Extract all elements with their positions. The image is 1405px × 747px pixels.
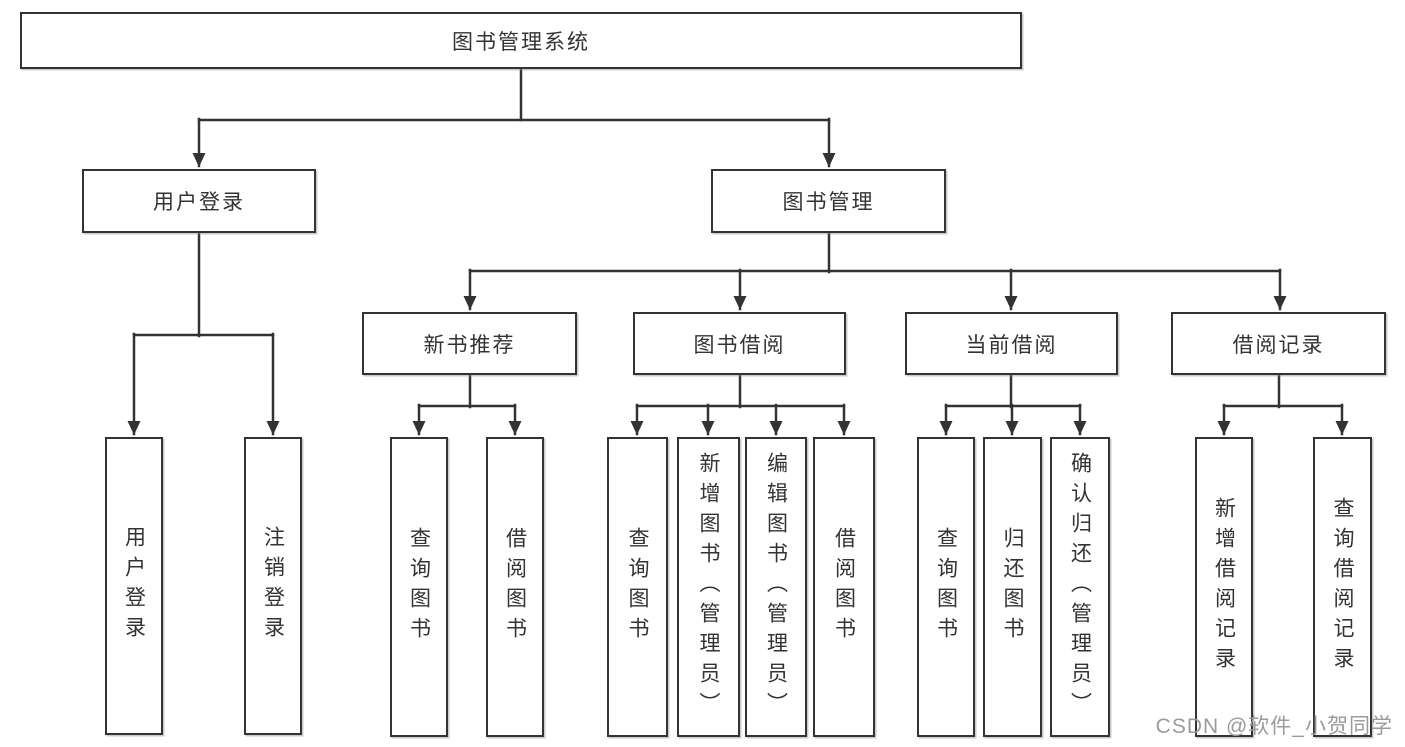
leaf-add-books-admin: 新增图书（管理员）	[677, 437, 740, 737]
leaf-logout-login: 注销登录	[244, 437, 302, 735]
node-borrowing-records: 借阅记录	[1171, 312, 1386, 375]
leaf-label: 查询借阅记录	[1331, 497, 1354, 677]
leaf-edit-books-admin: 编辑图书（管理员）	[745, 437, 807, 737]
node-label: 图书管理	[782, 191, 875, 214]
csdn-watermark: CSDN @软件_小贺同学	[1155, 715, 1393, 738]
leaf-label: 查询图书	[934, 527, 958, 647]
node-library-management-system: 图书管理系统	[20, 12, 1022, 69]
leaf-query-books: 查询图书	[390, 437, 448, 737]
leaf-query-books-borrowing: 查询图书	[607, 437, 668, 737]
leaf-label: 归还图书	[1001, 527, 1024, 647]
leaf-label: 查询图书	[407, 527, 431, 647]
leaf-label: 注销登录	[261, 526, 285, 646]
leaf-add-borrowing-record: 新增借阅记录	[1195, 437, 1253, 737]
node-label: 借阅记录	[1232, 333, 1325, 357]
node-label: 用户登录	[153, 191, 245, 214]
node-current-borrowing: 当前借阅	[905, 312, 1118, 375]
leaf-user-login: 用户登录	[105, 437, 163, 735]
leaf-label: 新增借阅记录	[1212, 497, 1236, 677]
leaf-label: 用户登录	[122, 526, 146, 646]
node-label: 当前借阅	[965, 333, 1058, 357]
node-new-book-recommendation: 新书推荐	[362, 312, 577, 375]
leaf-query-books-current: 查询图书	[917, 437, 975, 737]
leaf-return-books: 归还图书	[983, 437, 1042, 737]
node-user-login: 用户登录	[82, 169, 316, 233]
leaf-label: 查询图书	[626, 527, 649, 647]
leaf-label: 新增图书（管理员）	[697, 452, 720, 722]
leaf-label: 确认归还（管理员）	[1068, 452, 1092, 722]
leaf-confirm-return-admin: 确认归还（管理员）	[1050, 437, 1110, 737]
leaf-borrow-books: 借阅图书	[486, 437, 544, 737]
node-label: 图书管理系统	[452, 30, 590, 54]
node-label: 新书推荐	[423, 333, 516, 357]
node-book-borrowing: 图书借阅	[633, 312, 846, 375]
leaf-label: 借阅图书	[832, 527, 856, 647]
leaf-label: 编辑图书（管理员）	[764, 452, 788, 722]
leaf-query-borrowing-record: 查询借阅记录	[1313, 437, 1372, 737]
leaf-borrow-books-borrowing: 借阅图书	[813, 437, 875, 737]
node-book-management: 图书管理	[711, 169, 946, 233]
leaf-label: 借阅图书	[503, 527, 527, 647]
node-label: 图书借阅	[693, 333, 786, 357]
